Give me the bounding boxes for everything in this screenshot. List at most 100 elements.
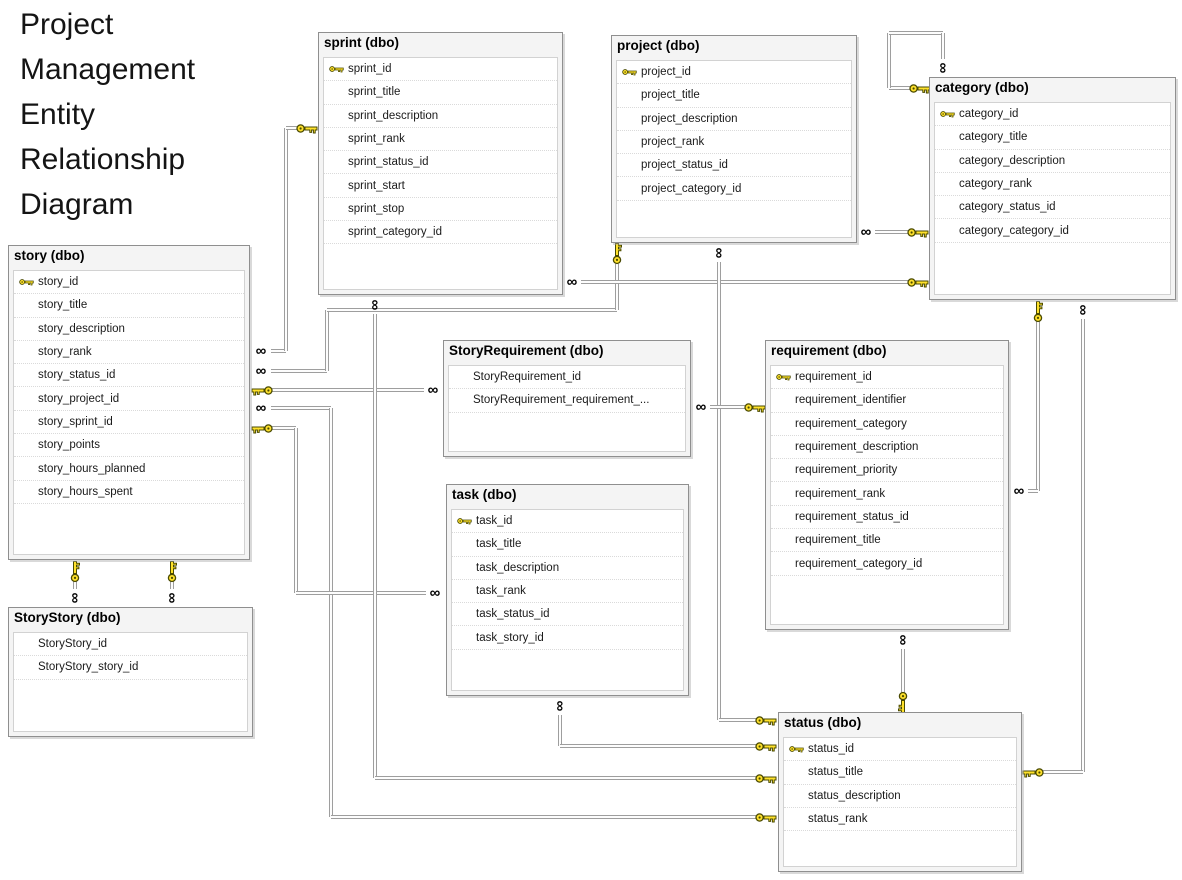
table-category-title[interactable]: category (dbo) xyxy=(935,80,1029,95)
relationship-line-category-category-self[interactable] xyxy=(889,31,943,35)
table-project-row-project_rank[interactable]: project_rank xyxy=(617,131,851,155)
relationship-line-story-storystory-2[interactable] xyxy=(170,581,174,589)
relationship-line-story-project[interactable] xyxy=(271,369,327,373)
table-category-row-category_category_id[interactable]: category_category_id xyxy=(935,219,1170,243)
table-requirement-row-requirement_rank[interactable]: requirement_rank xyxy=(771,482,1003,506)
table-storyrequirement-row-StoryRequirement_id[interactable]: StoryRequirement_id xyxy=(449,366,685,390)
table-storystory-row-StoryStory_id[interactable]: StoryStory_id xyxy=(14,633,247,657)
relationship-line-storyrequirement-requirement[interactable] xyxy=(710,405,745,409)
table-category-row-category_status_id[interactable]: category_status_id xyxy=(935,196,1170,220)
table-story-row-story_rank[interactable]: story_rank xyxy=(14,341,244,365)
table-project-row-project_description[interactable]: project_description xyxy=(617,108,851,131)
table-requirement-row-requirement_category_id[interactable]: requirement_category_id xyxy=(771,552,1003,576)
table-category-row-category_description[interactable]: category_description xyxy=(935,150,1170,173)
relationship-line-story-status[interactable] xyxy=(271,406,331,410)
relationship-line-category-category-self[interactable] xyxy=(941,33,945,59)
relationship-line-story-project[interactable] xyxy=(327,308,617,312)
table-sprint-row-sprint_stop[interactable]: sprint_stop xyxy=(324,198,557,222)
relationship-line-sprint-category[interactable] xyxy=(581,280,909,284)
table-sprint-row-sprint_category_id[interactable]: sprint_category_id xyxy=(324,221,557,245)
table-category-row-category_id[interactable]: category_id xyxy=(935,103,1170,127)
table-storystory-title[interactable]: StoryStory (dbo) xyxy=(14,610,121,625)
relationship-line-category-status[interactable] xyxy=(1081,319,1085,772)
table-requirement-row-requirement_id[interactable]: requirement_id xyxy=(771,366,1003,390)
table-status-row-status_rank[interactable]: status_rank xyxy=(784,808,1016,832)
relationship-line-story-status[interactable] xyxy=(329,408,333,817)
relationship-line-story-storystory-1[interactable] xyxy=(73,581,77,589)
table-project-row-project_status_id[interactable]: project_status_id xyxy=(617,154,851,178)
table-sprint-row-sprint_title[interactable]: sprint_title xyxy=(324,81,557,105)
table-storyrequirement[interactable]: StoryRequirement (dbo) StoryRequirement_i… xyxy=(443,340,691,457)
table-task-row-task_description[interactable]: task_description xyxy=(452,557,683,580)
table-story-row-story_hours_planned[interactable]: story_hours_planned xyxy=(14,457,244,481)
relationship-line-project-category[interactable] xyxy=(875,230,909,234)
table-category-row-category_title[interactable]: category_title xyxy=(935,126,1170,150)
table-status-row-status_description[interactable]: status_description xyxy=(784,785,1016,808)
table-sprint-row-sprint_rank[interactable]: sprint_rank xyxy=(324,128,557,152)
table-project-row-project_category_id[interactable]: project_category_id xyxy=(617,177,851,201)
table-project-title[interactable]: project (dbo) xyxy=(617,38,700,53)
table-task-row-task_id[interactable]: task_id xyxy=(452,510,683,534)
table-requirement-row-requirement_category[interactable]: requirement_category xyxy=(771,413,1003,436)
relationship-line-story-status[interactable] xyxy=(331,815,756,819)
table-sprint-row-sprint_start[interactable]: sprint_start xyxy=(324,174,557,198)
relationship-line-story-task[interactable] xyxy=(272,426,296,430)
relationship-line-task-status[interactable] xyxy=(560,744,757,748)
table-task-row-task_title[interactable]: task_title xyxy=(452,533,683,557)
relationship-line-category-status[interactable] xyxy=(1043,770,1083,774)
relationship-line-category-category-self[interactable] xyxy=(887,33,891,88)
table-status-row-status_id[interactable]: status_id xyxy=(784,738,1016,762)
relationship-line-requirement-status[interactable] xyxy=(901,649,905,692)
table-task-row-task_rank[interactable]: task_rank xyxy=(452,580,683,604)
relationship-line-sprint-status[interactable] xyxy=(373,314,377,778)
table-requirement-title[interactable]: requirement (dbo) xyxy=(771,343,887,358)
relationship-line-story-sprint[interactable] xyxy=(284,128,288,351)
relationship-line-story-task[interactable] xyxy=(296,591,426,595)
relationship-line-task-status[interactable] xyxy=(558,715,562,746)
table-requirement-row-requirement_description[interactable]: requirement_description xyxy=(771,436,1003,460)
relationship-line-story-storyrequirement[interactable] xyxy=(272,388,424,392)
table-sprint-row-sprint_status_id[interactable]: sprint_status_id xyxy=(324,151,557,175)
table-storyrequirement-row-StoryRequirement_requirement_[interactable]: StoryRequirement_requirement_... xyxy=(449,389,685,413)
table-story-row-story_status_id[interactable]: story_status_id xyxy=(14,364,244,388)
table-requirement-row-requirement_title[interactable]: requirement_title xyxy=(771,529,1003,553)
table-status-title[interactable]: status (dbo) xyxy=(784,715,862,730)
relationship-line-category-requirement[interactable] xyxy=(1036,321,1040,491)
table-story-title[interactable]: story (dbo) xyxy=(14,248,85,263)
table-sprint-title[interactable]: sprint (dbo) xyxy=(324,35,399,50)
relationship-line-category-requirement[interactable] xyxy=(1028,489,1038,493)
table-story-row-story_points[interactable]: story_points xyxy=(14,434,244,458)
table-category-row-category_rank[interactable]: category_rank xyxy=(935,173,1170,197)
table-sprint-row-sprint_id[interactable]: sprint_id xyxy=(324,58,557,82)
table-project-row-project_id[interactable]: project_id xyxy=(617,61,851,85)
relationship-line-story-project[interactable] xyxy=(615,264,619,310)
table-requirement-row-requirement_identifier[interactable]: requirement_identifier xyxy=(771,389,1003,413)
table-task-title[interactable]: task (dbo) xyxy=(452,487,517,502)
table-storystory-row-StoryStory_story_id[interactable]: StoryStory_story_id xyxy=(14,656,247,680)
relationship-line-story-sprint[interactable] xyxy=(271,349,286,353)
table-story-row-story_sprint_id[interactable]: story_sprint_id xyxy=(14,411,244,435)
relationship-line-project-status[interactable] xyxy=(719,718,757,722)
table-story-row-story_hours_spent[interactable]: story_hours_spent xyxy=(14,481,244,504)
relationship-line-category-category-self[interactable] xyxy=(889,86,910,90)
relationship-line-sprint-status[interactable] xyxy=(375,776,757,780)
relationship-line-project-status[interactable] xyxy=(717,262,721,720)
table-requirement-row-requirement_priority[interactable]: requirement_priority xyxy=(771,459,1003,483)
table-story-row-story_description[interactable]: story_description xyxy=(14,318,244,341)
relationship-line-story-task[interactable] xyxy=(294,428,298,593)
table-task-row-task_status_id[interactable]: task_status_id xyxy=(452,603,683,627)
table-story-row-story_id[interactable]: story_id xyxy=(14,271,244,295)
table-project-row-project_title[interactable]: project_title xyxy=(617,84,851,108)
relationship-line-story-project[interactable] xyxy=(325,310,329,371)
table-storyrequirement-title[interactable]: StoryRequirement (dbo) xyxy=(449,343,604,358)
table-requirement-row-requirement_status_id[interactable]: requirement_status_id xyxy=(771,506,1003,530)
relationship-line-story-sprint[interactable] xyxy=(286,126,297,130)
table-status-row-status_title[interactable]: status_title xyxy=(784,761,1016,785)
table-sprint-row-sprint_description[interactable]: sprint_description xyxy=(324,105,557,128)
